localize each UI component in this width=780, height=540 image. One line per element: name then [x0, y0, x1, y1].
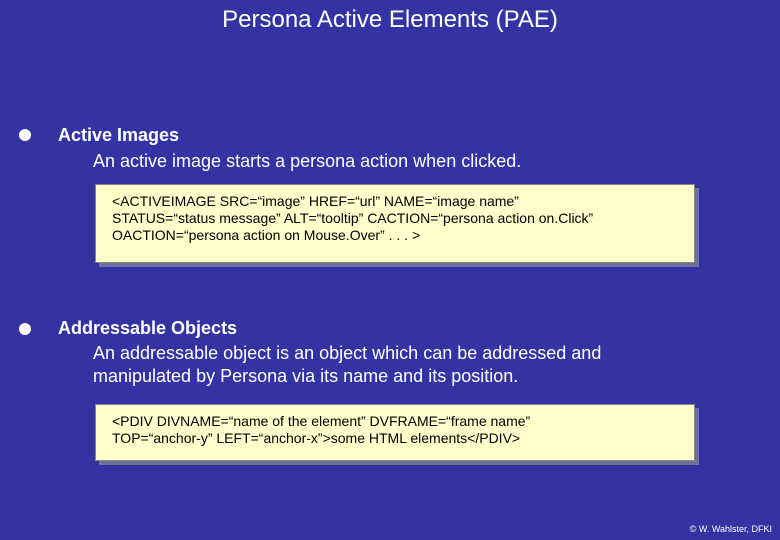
section-heading-addressable-objects: Addressable Objects — [58, 318, 238, 338]
description-line: An addressable object is an object which… — [93, 343, 602, 363]
slide-title: Persona Active Elements (PAE) — [222, 6, 558, 33]
code-line: <PDIV DIVNAME=“name of the element” DVFR… — [112, 413, 531, 429]
code-line: TOP=“anchor-y” LEFT=“anchor-x”>some HTML… — [112, 430, 521, 446]
description-line: An active image starts a persona action … — [93, 151, 522, 171]
description-line: manipulated by Persona via its name and … — [93, 366, 519, 386]
bullet-icon — [19, 129, 31, 141]
code-line: <ACTIVEIMAGE SRC=“image” HREF=“url” NAME… — [112, 193, 519, 209]
section-heading-active-images: Active Images — [58, 125, 180, 145]
bullet-icon — [19, 323, 31, 335]
code-box-activeimage: <ACTIVEIMAGE SRC=“image” HREF=“url” NAME… — [95, 184, 695, 263]
section-description-addressable-objects: An addressable object is an object which… — [93, 342, 601, 388]
code-line: OACTION=“persona action on Mouse.Over” .… — [112, 227, 421, 243]
section-description-active-images: An active image starts a persona action … — [93, 150, 521, 173]
footer-copyright: © W. Wahlster, DFKI — [689, 524, 772, 534]
code-line: STATUS=“status message” ALT=“tooltip” CA… — [112, 210, 594, 226]
code-box-pdiv: <PDIV DIVNAME=“name of the element” DVFR… — [95, 404, 695, 461]
